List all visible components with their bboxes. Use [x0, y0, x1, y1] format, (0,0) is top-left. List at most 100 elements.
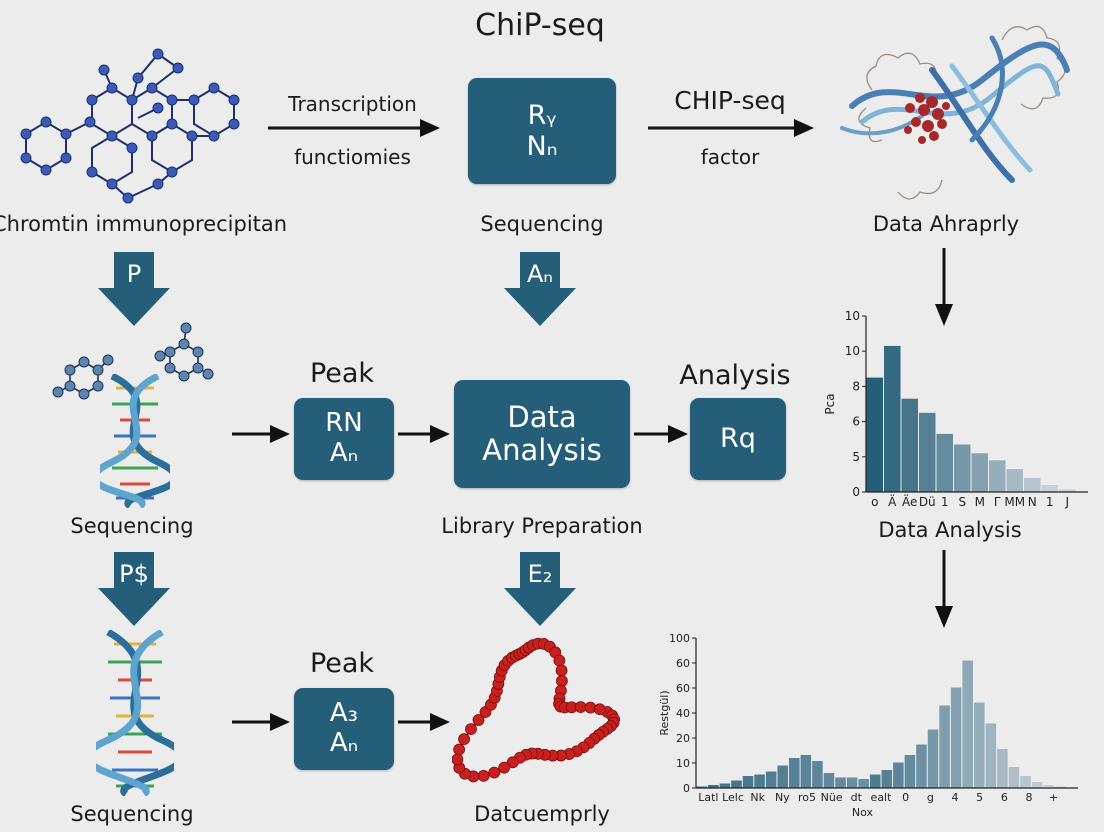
x-tick-label: ro5 [798, 791, 816, 804]
label-analysis-mid: Analysis [679, 360, 791, 391]
bead [555, 664, 568, 677]
chart-bar [835, 777, 846, 788]
chart-bar [1006, 469, 1023, 492]
label-chip-seq: CHIP-seq [674, 86, 786, 115]
chart-bar [866, 377, 883, 492]
box-line: Aₙ [329, 728, 359, 758]
box-line: Data [507, 399, 577, 434]
chart-bar [950, 687, 962, 788]
y-axis-label: Restgül) [658, 690, 671, 735]
x-tick-label: 1 [941, 495, 949, 509]
chart-bar [985, 723, 997, 788]
x-tick-label: 6 [1001, 791, 1008, 804]
x-tick-label: Ä [888, 494, 897, 509]
label-transcription: Transcription [288, 92, 417, 116]
x-tick-label: dt [851, 791, 863, 804]
chart-bar [904, 755, 916, 788]
x-tick-label: Nk [750, 791, 765, 804]
arrow-right-icon [230, 710, 292, 734]
label-datcuemprly: Datcuemprly [474, 802, 610, 826]
label-peak-mid: Peak [309, 358, 375, 389]
chart-bar [971, 453, 988, 492]
chart-bar [800, 755, 812, 788]
x-tick-label: Ny [775, 791, 790, 804]
y-tick-label: 100 [669, 632, 690, 645]
arrow-down-icon [932, 246, 956, 328]
down-arrow-label: P$ [119, 560, 149, 588]
down-arrow-left-2: P$ [98, 552, 170, 626]
chart-bar [719, 783, 731, 788]
bar-chart-2: 01020406060100Restgül)LatlLelcNkNyro5Nu… [656, 628, 1086, 832]
dna-helix-icon [100, 374, 170, 508]
chart-bar [1008, 767, 1020, 788]
y-tick-label: 0 [852, 485, 860, 499]
rq-box: Rq [690, 398, 786, 480]
box-line: A₃ [329, 698, 359, 729]
x-tick-label: 1 [1046, 495, 1054, 509]
label-sequencing-bottom: Sequencing [70, 802, 194, 826]
chart-bar [901, 398, 918, 492]
x-tick-label: N [1028, 495, 1037, 509]
box-line: Rq [720, 423, 756, 455]
molecule-pair-icon [48, 322, 218, 418]
chart-bar [1054, 786, 1066, 788]
x-tick-label: MM [1004, 495, 1025, 509]
bead [556, 675, 568, 687]
a3-box: A₃ Aₙ [294, 688, 394, 770]
x-tick-label: Äe [902, 494, 917, 509]
top-process-box: Rᵧ Nₙ [468, 78, 616, 184]
y-tick-label: 5 [852, 450, 860, 464]
chart-bar [962, 660, 973, 788]
arrow-right-icon [646, 116, 816, 140]
label-peak-bottom: Peak [309, 648, 375, 679]
x-tick-label: M [975, 495, 985, 509]
chart-bar [936, 433, 953, 492]
chart-bar [742, 776, 754, 788]
label-factor: factor [700, 145, 760, 169]
y-tick-label: 60 [676, 657, 690, 670]
y-tick-label: 0 [683, 782, 690, 795]
y-axis-label: Pca [823, 393, 837, 414]
arrow-right-icon [632, 422, 690, 446]
y-tick-label: 10 [676, 757, 690, 770]
x-tick-label: J [1064, 495, 1069, 509]
bead [458, 733, 470, 745]
down-arrow-center-2: E₂ [504, 552, 576, 626]
chart-bar [754, 774, 765, 788]
x-tick-label: Lelc [722, 791, 744, 804]
chart-bar [789, 758, 800, 788]
bead [574, 701, 587, 714]
bead [488, 766, 501, 779]
y-tick-label: 20 [676, 732, 690, 745]
bead [553, 654, 566, 667]
box-line: Aₙ [329, 438, 359, 468]
chart-bar [1031, 782, 1043, 788]
label-sequencing-mid: Sequencing [70, 514, 194, 538]
arrow-down-icon [932, 548, 956, 630]
bead [498, 761, 511, 774]
diagram-title: ChiP-seq [475, 8, 605, 43]
chart-bar [919, 412, 936, 492]
y-tick-label: 8 [852, 379, 860, 393]
down-arrow-label: E₂ [527, 560, 553, 588]
label-sequencing-top: Sequencing [480, 212, 604, 236]
x-tick-label: Nüe [821, 791, 843, 804]
chart-bar [989, 460, 1006, 492]
down-arrow-label: Aₙ [527, 260, 553, 288]
chart-bar [997, 749, 1008, 788]
label-chromatin-ip: Chromtin immunoprecipitan [0, 212, 288, 236]
arrow-right-icon [266, 116, 442, 140]
chart-bar [939, 705, 950, 788]
bead [453, 743, 466, 756]
chart-bar [884, 345, 901, 492]
label-functiomies: functiomies [294, 145, 411, 169]
x-tick-label: + [1049, 791, 1058, 804]
chart-bar [696, 786, 708, 788]
arrow-right-icon [396, 710, 452, 734]
x-tick-label: Γ [994, 495, 1001, 509]
chart-bar [869, 774, 881, 788]
down-arrow-left-1: P [98, 252, 170, 326]
x-axis-label: Nox [852, 806, 874, 819]
dna-helix-icon [96, 630, 174, 796]
